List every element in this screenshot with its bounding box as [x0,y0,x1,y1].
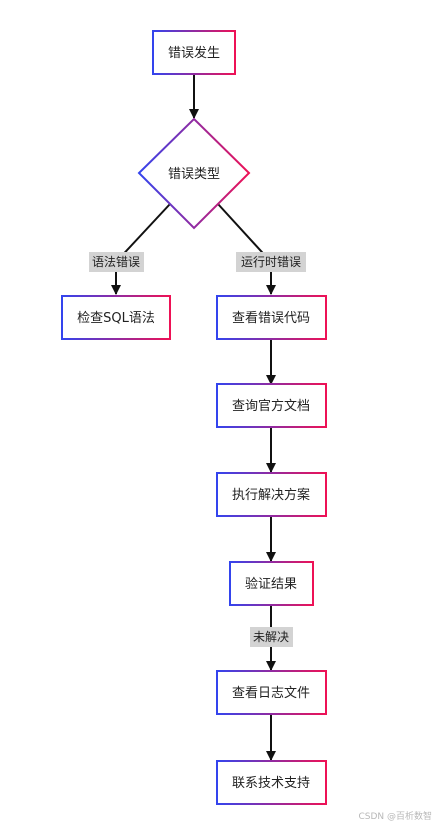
edge-label-runtime-error-text: 运行时错误 [241,255,301,269]
node-support-label: 联系技术支持 [232,776,310,791]
node-decision-label: 错误类型 [168,167,220,182]
node-verify-label: 验证结果 [245,576,297,592]
node-view-log[interactable]: 查看日志文件 [217,671,326,714]
edge-label-unresolved-text: 未解决 [253,630,289,644]
node-execute-fix-label: 执行解决方案 [232,487,310,503]
node-query-docs-label: 查询官方文档 [232,398,310,414]
node-sql-check[interactable]: 检查SQL语法 [62,296,170,339]
node-view-code[interactable]: 查看错误代码 [217,296,326,339]
edge-label-syntax-error: 语法错误 [89,252,144,272]
node-start[interactable]: 错误发生 [153,31,235,74]
node-support[interactable]: 联系技术支持 [217,761,326,804]
node-verify[interactable]: 验证结果 [230,562,313,605]
edge-label-runtime-error: 运行时错误 [236,252,306,272]
node-query-docs[interactable]: 查询官方文档 [217,384,326,427]
edge-label-unresolved: 未解决 [250,627,293,647]
node-start-label: 错误发生 [168,45,220,61]
node-sql-check-label: 检查SQL语法 [77,311,155,326]
watermark: CSDN @百析数智 [358,809,432,822]
node-view-log-label: 查看日志文件 [232,685,310,701]
edge-label-syntax-error-text: 语法错误 [92,255,140,269]
node-execute-fix[interactable]: 执行解决方案 [217,473,326,516]
node-decision[interactable]: 错误类型 [139,119,249,228]
node-view-code-label: 查看错误代码 [232,310,310,326]
